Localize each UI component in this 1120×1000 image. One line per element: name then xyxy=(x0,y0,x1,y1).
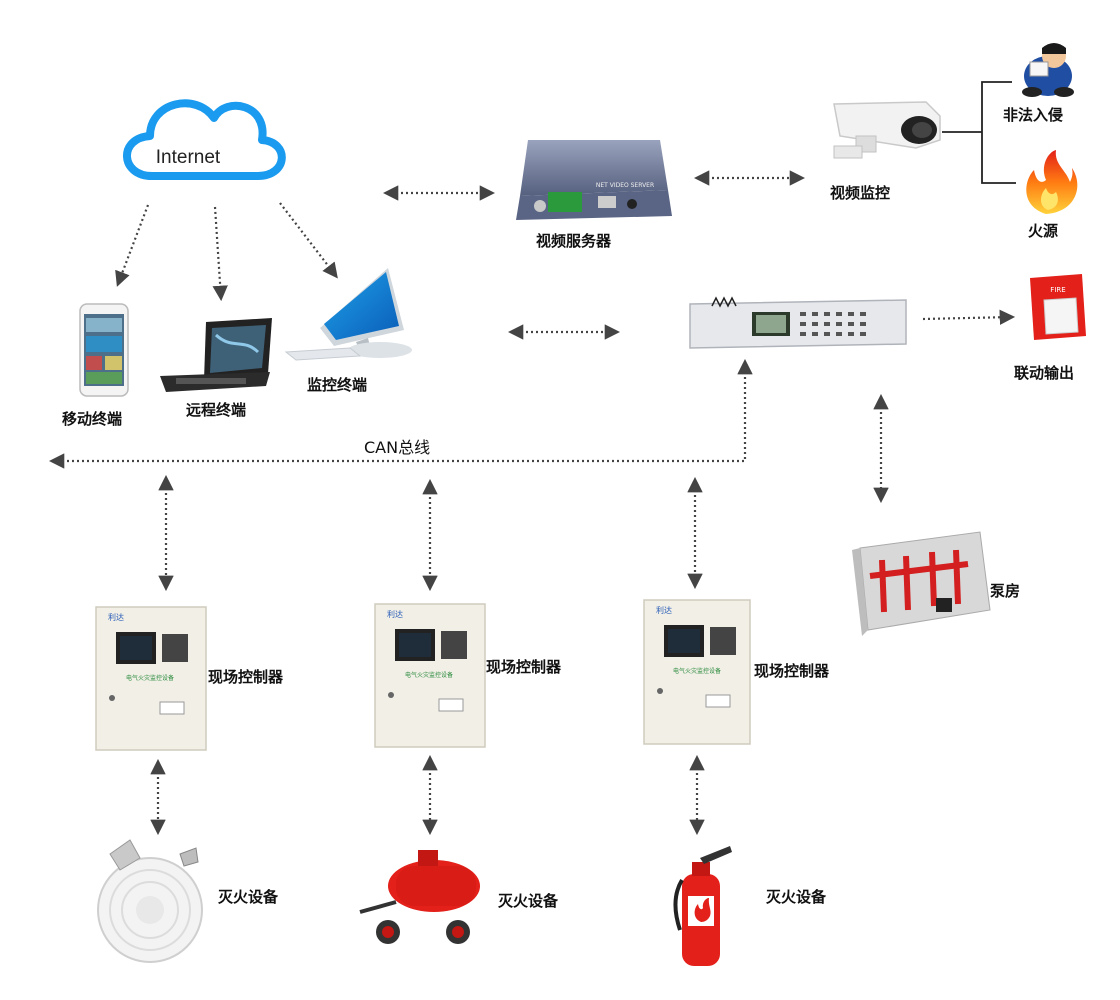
label-linkage-output: 联动输出 xyxy=(1014,364,1075,382)
link-cloud-mobile xyxy=(115,204,150,287)
rugged-laptop-icon xyxy=(160,318,272,392)
pump-room-icon xyxy=(852,531,991,636)
connectors xyxy=(48,170,1016,836)
fire-flame-icon xyxy=(1026,150,1078,214)
field-controller-cabinet-1: 利达 电气火灾监控设备 xyxy=(95,606,207,751)
desktop-monitor-icon xyxy=(284,268,412,361)
cabinet-caption-3: 电气火灾监控设备 xyxy=(673,667,721,675)
cabinet-caption-1: 电气火灾监控设备 xyxy=(126,674,174,682)
alarm-plate: FIRE xyxy=(1050,286,1065,294)
label-mobile-terminal: 移动终端 xyxy=(62,410,123,428)
field-controller-cabinet-3: 利达 电气火灾监控设备 xyxy=(643,599,751,745)
cabinet-brand-3: 利达 xyxy=(656,605,672,615)
label-can-bus: CAN总线 xyxy=(364,438,431,457)
fire-extinguisher-icon xyxy=(673,846,732,966)
label-extinguish-1: 灭火设备 xyxy=(218,888,279,906)
fire-alarm-host-icon xyxy=(689,296,907,349)
label-fire-source: 火源 xyxy=(1028,222,1059,240)
label-video-server: 视频服务器 xyxy=(536,232,612,250)
link-cloud-monitor xyxy=(279,202,338,279)
mobile-phone-icon xyxy=(79,303,129,397)
field-controller-cabinet-2: 利达 电气火灾监控设备 xyxy=(374,603,486,748)
link-cloud-remote xyxy=(212,206,228,302)
alarm-strobe-icon: FIRE xyxy=(1030,274,1086,340)
cabinet-brand-1: 利达 xyxy=(108,612,124,622)
internet-cloud-icon: Internet xyxy=(123,99,286,180)
label-controller-1: 现场控制器 xyxy=(208,668,284,686)
video-server-plate: NET VIDEO SERVER xyxy=(596,182,654,189)
fire-hose-icon xyxy=(97,839,203,963)
internet-label: Internet xyxy=(156,147,221,168)
label-extinguish-2: 灭火设备 xyxy=(498,892,559,910)
camera-branch-lines xyxy=(942,81,1016,184)
can-bus-line xyxy=(48,358,753,469)
label-monitor-terminal: 监控终端 xyxy=(307,376,368,394)
thief-icon xyxy=(1022,43,1074,97)
foam-tank-cart-icon xyxy=(359,850,480,944)
link-host-alarm xyxy=(922,309,1016,325)
security-camera-icon xyxy=(833,101,941,159)
label-video-monitor: 视频监控 xyxy=(830,184,891,202)
label-remote-terminal: 远程终端 xyxy=(186,401,247,419)
video-server-icon: NET VIDEO SERVER xyxy=(516,140,672,220)
label-pump-room: 泵房 xyxy=(990,582,1021,600)
label-controller-2: 现场控制器 xyxy=(486,658,562,676)
cabinet-caption-2: 电气火灾监控设备 xyxy=(405,671,453,679)
label-intrusion: 非法入侵 xyxy=(1003,106,1064,124)
cabinet-brand-2: 利达 xyxy=(387,609,403,619)
label-extinguish-3: 灭火设备 xyxy=(766,888,827,906)
label-controller-3: 现场控制器 xyxy=(754,662,830,680)
